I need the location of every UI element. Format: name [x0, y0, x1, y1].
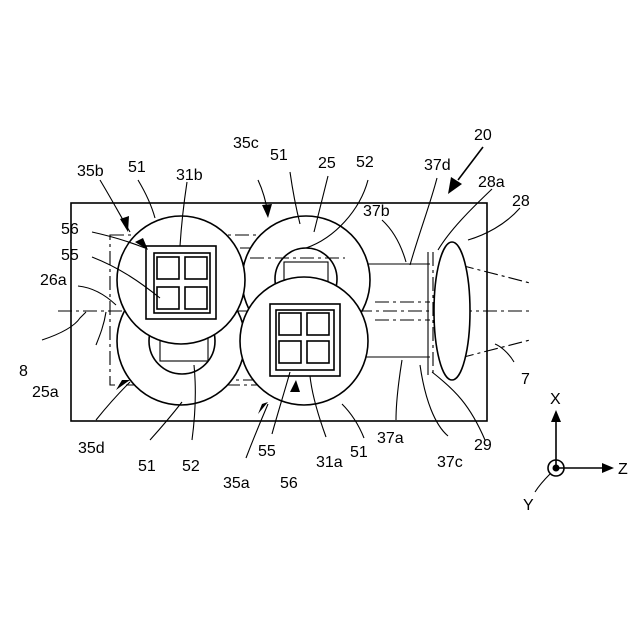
label-56-left: 56	[61, 221, 79, 238]
label-35d: 35d	[78, 440, 105, 457]
unit-35a-outer-circle	[240, 277, 368, 405]
label-20: 20	[474, 127, 492, 144]
label-35b: 35b	[77, 163, 104, 180]
ray-upper	[460, 265, 530, 283]
label-28: 28	[512, 193, 530, 210]
label-25: 25	[318, 155, 336, 172]
label-7: 7	[521, 371, 530, 388]
label-31b: 31b	[176, 167, 203, 184]
label-55-left: 55	[61, 247, 79, 264]
label-52-bottom: 52	[182, 458, 200, 475]
label-52-top: 52	[356, 154, 374, 171]
label-35a: 35a	[223, 475, 250, 492]
coordinate-axes	[535, 410, 614, 492]
label-37a: 37a	[377, 430, 404, 447]
label-37c: 37c	[437, 454, 463, 471]
label-56-bottom: 56	[280, 475, 298, 492]
label-51-bottom-right: 51	[350, 444, 368, 461]
ray-lower	[460, 340, 530, 358]
label-51-top: 51	[270, 147, 288, 164]
label-37d: 37d	[424, 157, 451, 174]
label-51-top-left: 51	[128, 159, 146, 176]
label-37b: 37b	[363, 203, 390, 220]
label-51-bottom-left: 51	[138, 458, 156, 475]
label-26a: 26a	[40, 272, 67, 289]
label-31a: 31a	[316, 454, 343, 471]
label-55-bottom: 55	[258, 443, 276, 460]
label-35c: 35c	[233, 135, 259, 152]
axis-label-z: Z	[618, 461, 628, 478]
label-25a: 25a	[32, 384, 59, 401]
label-28a: 28a	[478, 174, 505, 191]
axis-label-y: Y	[523, 497, 534, 514]
label-29: 29	[474, 437, 492, 454]
axis-label-x: X	[550, 391, 561, 408]
label-8: 8	[19, 363, 28, 380]
lens-28	[434, 242, 470, 380]
